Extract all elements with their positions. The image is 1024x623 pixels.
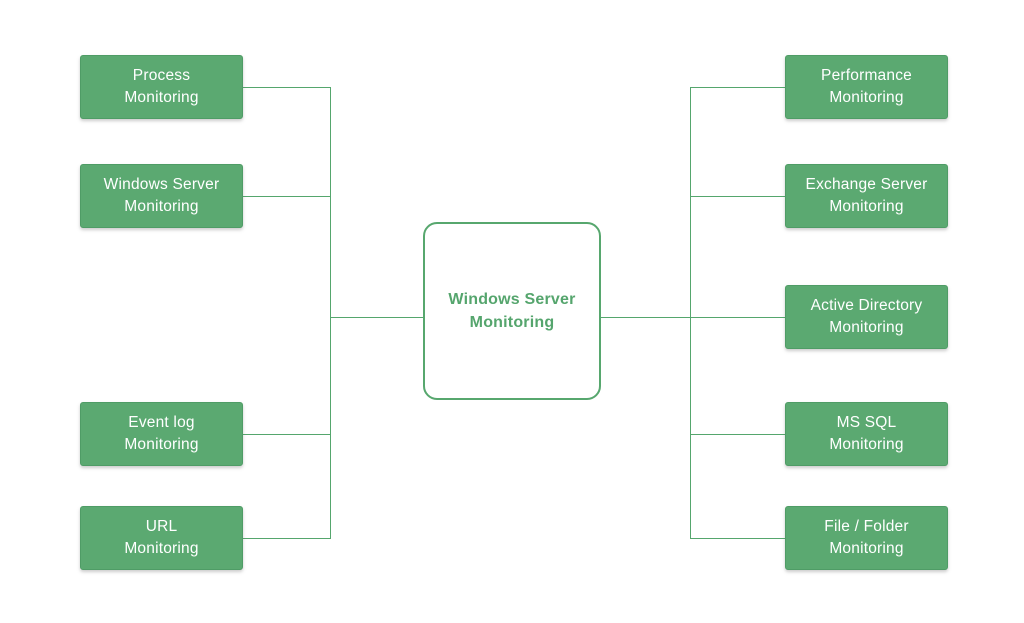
node-url-monitoring: URL Monitoring xyxy=(80,506,243,570)
node-label-line2: Monitoring xyxy=(829,198,904,215)
node-label: Process Monitoring xyxy=(124,65,198,109)
center-node-label-line1: Windows Server xyxy=(448,291,576,308)
connector-center-to-right-trunk xyxy=(601,317,690,318)
node-label-line1: Performance xyxy=(821,67,912,84)
node-process-monitoring: Process Monitoring xyxy=(80,55,243,119)
node-label: File / Folder Monitoring xyxy=(824,516,908,560)
node-label-line2: Monitoring xyxy=(124,198,199,215)
node-label: MS SQL Monitoring xyxy=(829,412,903,456)
connector-trunk-to-file-folder xyxy=(690,538,785,539)
connector-process-to-trunk xyxy=(243,87,330,88)
node-label-line1: Windows Server xyxy=(103,176,220,193)
node-label-line1: URL xyxy=(145,518,178,535)
node-event-log-monitoring: Event log Monitoring xyxy=(80,402,243,466)
node-label-line2: Monitoring xyxy=(829,319,904,336)
node-label-line1: File / Folder xyxy=(824,518,909,535)
node-label-line2: Monitoring xyxy=(124,436,199,453)
connector-url-to-trunk xyxy=(243,538,330,539)
node-label-line2: Monitoring xyxy=(124,89,199,106)
node-label-line1: Active Directory xyxy=(810,297,923,314)
connector-trunk-to-ms-sql xyxy=(690,434,785,435)
center-node-label: Windows Server Monitoring xyxy=(448,288,575,334)
connector-trunk-to-active-directory xyxy=(690,317,785,318)
connector-trunk-to-exchange xyxy=(690,196,785,197)
node-label-line1: Process xyxy=(132,67,191,84)
node-label: Active Directory Monitoring xyxy=(811,295,923,339)
node-label: Event log Monitoring xyxy=(124,412,198,456)
center-node-label-line2: Monitoring xyxy=(469,314,555,331)
node-label-line2: Monitoring xyxy=(829,89,904,106)
node-active-directory-monitoring: Active Directory Monitoring xyxy=(785,285,948,349)
node-file-folder-monitoring: File / Folder Monitoring xyxy=(785,506,948,570)
connector-windows-server-to-trunk xyxy=(243,196,330,197)
node-performance-monitoring: Performance Monitoring xyxy=(785,55,948,119)
node-label: Windows Server Monitoring xyxy=(104,174,220,218)
connector-trunk-to-performance xyxy=(690,87,785,88)
node-label-line2: Monitoring xyxy=(829,540,904,557)
left-trunk-line xyxy=(330,87,331,539)
connector-left-trunk-to-center xyxy=(330,317,423,318)
node-label-line2: Monitoring xyxy=(829,436,904,453)
node-windows-server-monitoring-left: Windows Server Monitoring xyxy=(80,164,243,228)
node-label-line1: Exchange Server xyxy=(805,176,928,193)
node-label-line1: Event log xyxy=(128,414,195,431)
node-label: Exchange Server Monitoring xyxy=(806,174,928,218)
node-label: URL Monitoring xyxy=(124,516,198,560)
node-label-line2: Monitoring xyxy=(124,540,199,557)
node-ms-sql-monitoring: MS SQL Monitoring xyxy=(785,402,948,466)
connector-event-log-to-trunk xyxy=(243,434,330,435)
node-label: Performance Monitoring xyxy=(821,65,912,109)
node-label-line1: MS SQL xyxy=(836,414,897,431)
right-trunk-line xyxy=(690,87,691,539)
node-center-windows-server-monitoring: Windows Server Monitoring xyxy=(423,222,601,400)
node-exchange-server-monitoring: Exchange Server Monitoring xyxy=(785,164,948,228)
